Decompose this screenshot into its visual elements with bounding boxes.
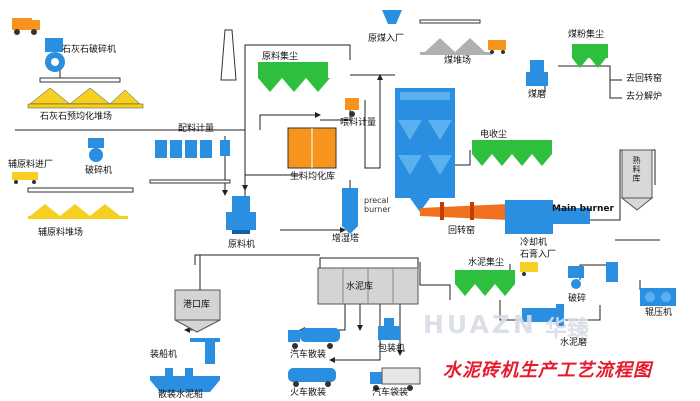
label-esp: 电收尘	[480, 130, 508, 140]
coal-yard-icon	[420, 38, 492, 55]
cement-silo-icon	[317, 267, 419, 305]
label-bulk-ship: 散装水泥船	[158, 390, 204, 400]
label-limestone-prehomo: 石灰石预均化堆场	[40, 112, 113, 122]
label-to-kiln: 去回转窑	[626, 74, 663, 84]
train-icon	[288, 368, 336, 387]
label-gypsum-in: 石膏入厂	[520, 250, 557, 260]
gypsum-crusher-icon	[568, 266, 584, 289]
label-cement-dust: 水泥集尘	[468, 258, 505, 268]
label-crusher: 破碎机	[85, 166, 113, 176]
coal-truck-icon	[488, 40, 506, 54]
limestone-yard-icon	[27, 87, 144, 109]
conditioning-tower-icon	[342, 188, 358, 234]
label-raw-coal-in: 原煤入厂	[368, 34, 405, 44]
label-ship-loader: 装船机	[150, 350, 178, 360]
port-silo-icon	[174, 289, 221, 333]
label-raw-dust: 原料集尘	[262, 52, 299, 62]
label-batching-scale: 配料计量	[178, 124, 215, 134]
rotary-kiln-icon	[420, 202, 510, 220]
esp-icon	[472, 140, 552, 166]
label-port-silo: 港口库	[183, 300, 211, 310]
batching-bins-icon	[149, 140, 231, 184]
coal-conveyor-icon	[419, 19, 481, 24]
aux-crusher-icon	[88, 138, 104, 162]
label-aux-material-yard: 辅原料堆场	[38, 228, 84, 238]
coal-dust-collector-icon	[572, 44, 608, 68]
label-cement-mill: 水泥磨	[560, 338, 588, 348]
gypsum-bins-icon	[606, 262, 618, 282]
label-coal-dust: 煤粉集尘	[568, 30, 605, 40]
truck-bag-icon	[370, 367, 421, 391]
raw-mill-icon	[226, 196, 256, 234]
label-coal-mill: 煤磨	[528, 90, 547, 100]
label-feed-scale: 喂料计量	[340, 118, 377, 128]
cement-mill-icon	[522, 304, 564, 326]
label-cooler: 冷却机	[520, 238, 548, 248]
label-to-calciner: 去分解炉	[626, 92, 663, 102]
aux-truck-icon	[12, 172, 38, 184]
packer-icon	[378, 318, 400, 340]
label-gypsum-crusher: 破碎	[568, 294, 587, 304]
limestone-truck-icon	[12, 18, 40, 35]
coal-mill-icon	[526, 60, 548, 86]
label-rotary-kiln: 回转窑	[448, 226, 476, 236]
label-cement-silo: 水泥库	[346, 282, 374, 292]
roller-press-icon	[640, 288, 676, 306]
diagram-title: 水泥砖机生产工艺流程图	[443, 360, 652, 381]
label-coal-yard: 煤堆场	[444, 56, 472, 66]
label-aux-material-in: 辅原料进厂	[8, 160, 54, 170]
raw-dust-collector-icon	[258, 62, 330, 92]
coal-hopper-icon	[382, 10, 402, 24]
label-main-burner: Main burner	[552, 204, 614, 214]
clinker-silo-icon	[620, 149, 654, 211]
raw-homo-silo-icon	[287, 127, 337, 169]
watermark-cjk: 华臻	[545, 317, 590, 342]
preheater-icon	[395, 88, 455, 212]
label-rail-bulk: 火车散装	[290, 388, 327, 398]
gypsum-truck-icon	[520, 262, 538, 276]
label-truck-bag: 汽车袋装	[372, 388, 409, 398]
cooler-icon	[505, 200, 590, 234]
ship-icon	[150, 368, 220, 392]
ship-loader-icon	[190, 338, 220, 364]
feed-scale-icon	[345, 98, 359, 117]
truck-bulk-icon	[288, 328, 340, 349]
watermark-latin: HUAZN	[423, 310, 537, 339]
label-precal-burner: precal burner	[364, 196, 391, 214]
label-raw-mill: 原料机	[228, 240, 256, 250]
label-raw-homo-silo: 生料均化库	[290, 172, 336, 182]
label-packer: 包装机	[378, 344, 406, 354]
cement-dust-collector-icon	[455, 270, 515, 296]
label-roller-press: 辊压机	[645, 308, 673, 318]
chimney-icon	[220, 29, 237, 81]
conveyor-icon	[39, 77, 121, 83]
label-truck-bulk: 汽车散装	[290, 350, 327, 360]
limestone-crusher-icon	[45, 38, 65, 72]
aux-yard-icon	[27, 187, 134, 219]
label-clinker-silo: 熟料库	[632, 156, 641, 183]
label-limestone-crusher: 石灰石破碎机	[62, 45, 117, 55]
label-conditioning-tower: 增湿塔	[332, 234, 360, 244]
